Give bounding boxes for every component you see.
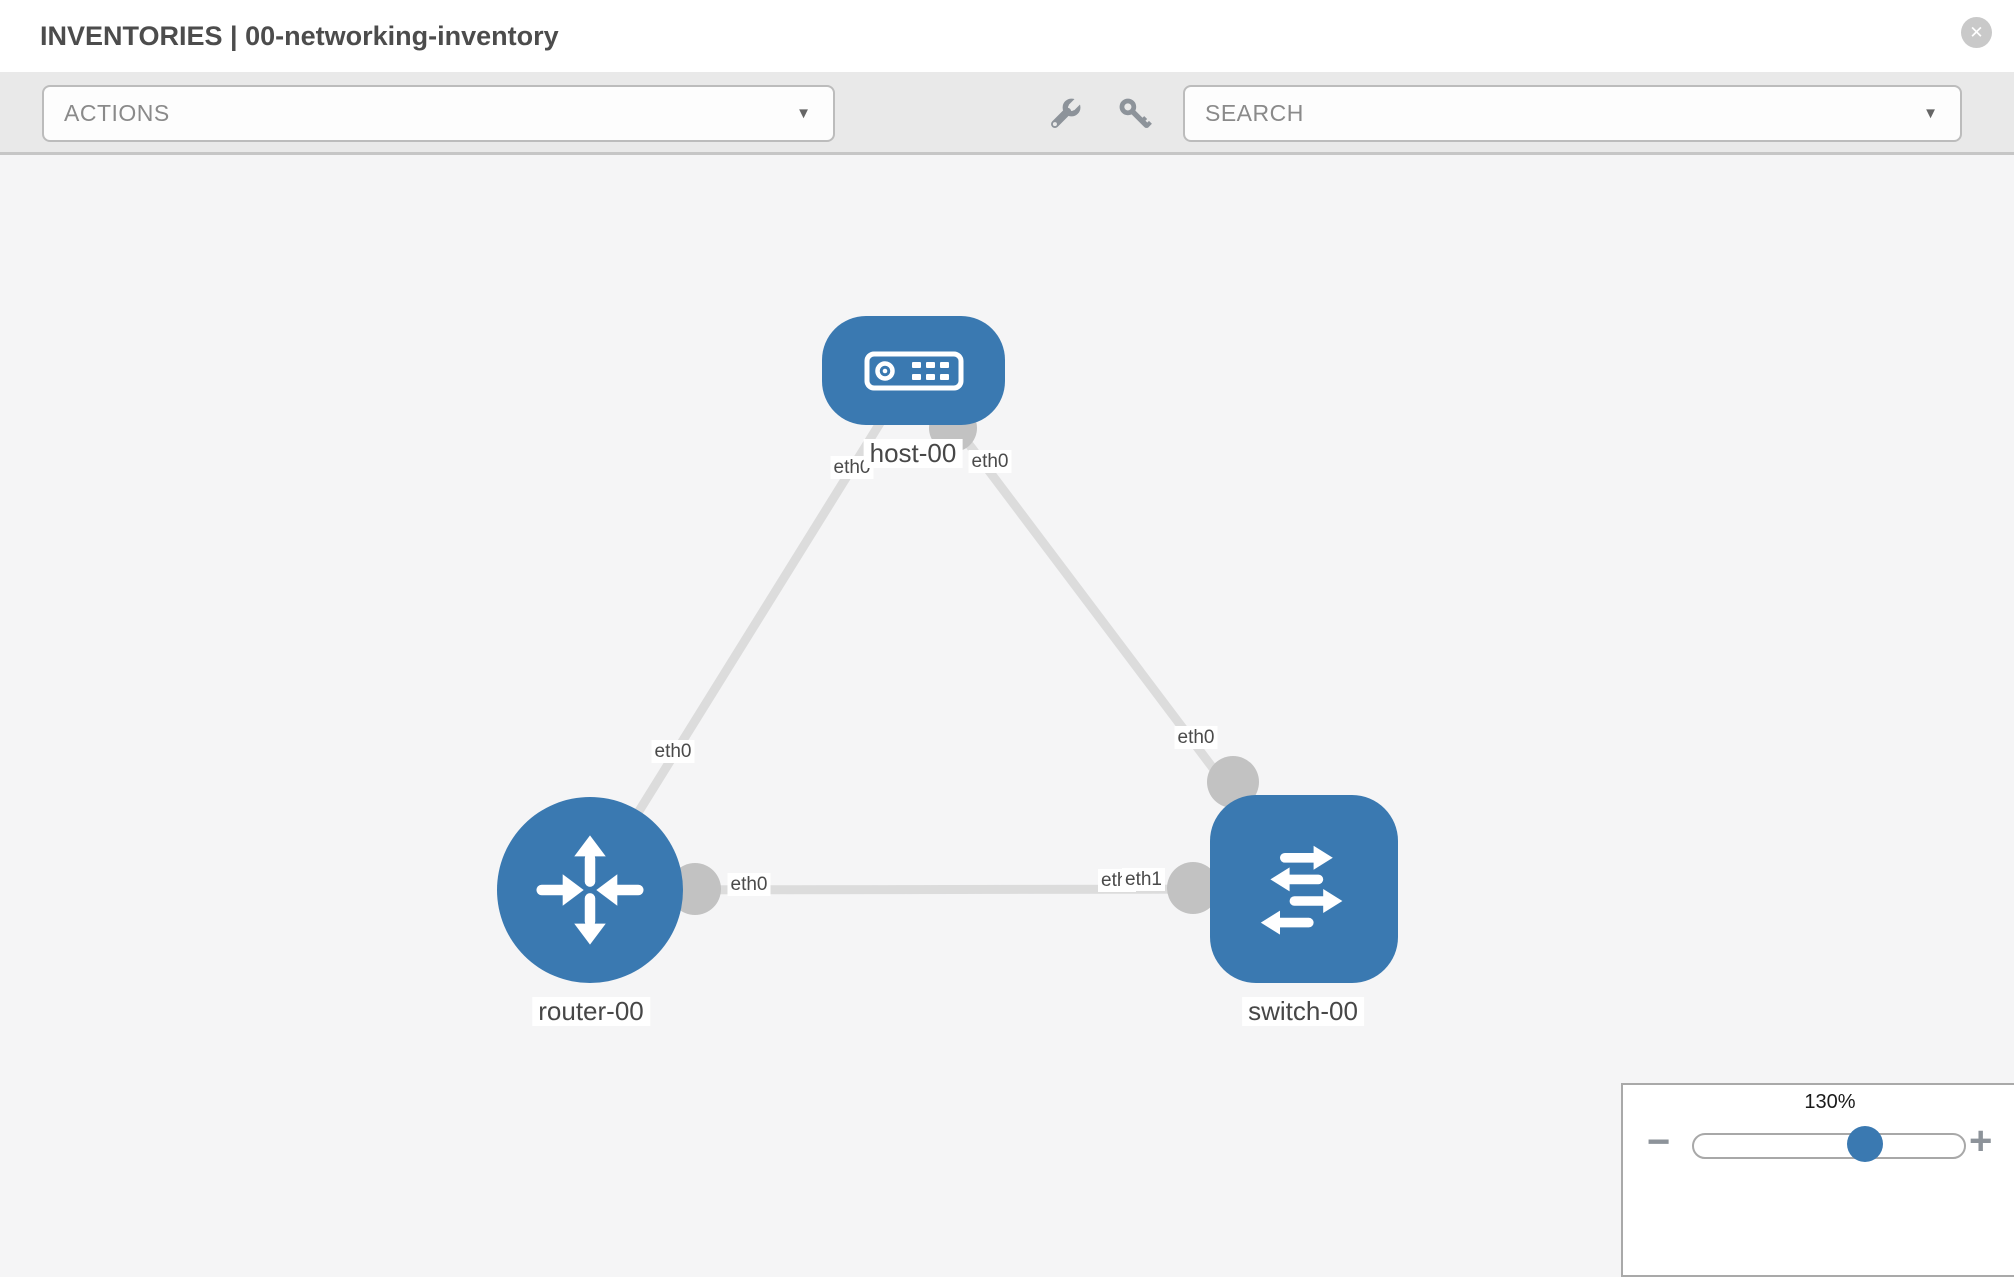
zoom-in-button[interactable]: + bbox=[1969, 1121, 1992, 1161]
interface-label: eth0 bbox=[968, 450, 1012, 473]
router-icon bbox=[536, 835, 644, 945]
actions-dropdown-label: ACTIONS bbox=[64, 100, 170, 126]
host-icon bbox=[864, 351, 963, 390]
plus-icon: + bbox=[1969, 1119, 1993, 1163]
node-router-label: router-00 bbox=[532, 997, 650, 1026]
interface-label: eth0 bbox=[830, 456, 874, 479]
wrench-notch bbox=[1068, 95, 1084, 111]
search-input[interactable] bbox=[1185, 87, 1920, 140]
zoom-panel: 130% − + bbox=[1621, 1083, 2014, 1277]
wrench-hole bbox=[1052, 122, 1057, 127]
zoom-level: 130% bbox=[1804, 1091, 1856, 1113]
node-host-label: host-00 bbox=[863, 439, 963, 468]
zoom-slider-thumb[interactable] bbox=[1847, 1126, 1883, 1162]
app-header: INVENTORIES | 00-networking-inventory ✕ bbox=[0, 0, 2014, 72]
close-button[interactable]: ✕ bbox=[1961, 17, 1992, 48]
key-shaft bbox=[1129, 108, 1149, 128]
key-tooth bbox=[1144, 120, 1152, 128]
node-switch-label: switch-00 bbox=[1242, 997, 1364, 1026]
interface-label: eth0 bbox=[727, 873, 771, 896]
chevron-down-icon: ▼ bbox=[796, 105, 811, 122]
key-icon[interactable] bbox=[1116, 95, 1154, 133]
links-layer bbox=[586, 367, 1308, 915]
switch-icon bbox=[1260, 845, 1343, 935]
toolbar: ACTIONS ▼ ▼ bbox=[0, 72, 2014, 155]
topology-canvas[interactable]: eth0 eth0 eth0 eth0 eth0 eth0 eth1 host-… bbox=[0, 155, 2014, 1200]
wrench-icon[interactable] bbox=[1046, 95, 1084, 133]
zoom-slider-track[interactable] bbox=[1692, 1133, 1966, 1159]
actions-dropdown[interactable]: ACTIONS ▼ bbox=[42, 85, 835, 142]
close-icon: ✕ bbox=[1969, 23, 1984, 42]
interface-label: eth0 bbox=[1174, 726, 1218, 749]
minus-icon: − bbox=[1647, 1120, 1671, 1164]
page-title: INVENTORIES | 00-networking-inventory bbox=[40, 21, 559, 51]
interface-label: eth0 bbox=[651, 740, 695, 763]
key-bow bbox=[1119, 98, 1137, 116]
search-dropdown[interactable]: ▼ bbox=[1183, 85, 1962, 142]
node-switch[interactable] bbox=[1210, 795, 1398, 983]
node-router[interactable] bbox=[497, 797, 683, 983]
node-host[interactable] bbox=[822, 316, 1005, 425]
key-tooth bbox=[1140, 116, 1148, 124]
zoom-out-button[interactable]: − bbox=[1647, 1122, 1670, 1162]
chevron-down-icon: ▼ bbox=[1923, 105, 1938, 122]
interface-dot[interactable] bbox=[1167, 862, 1219, 914]
wrench-head bbox=[1062, 98, 1081, 117]
interface-label: eth1 bbox=[1122, 868, 1165, 891]
